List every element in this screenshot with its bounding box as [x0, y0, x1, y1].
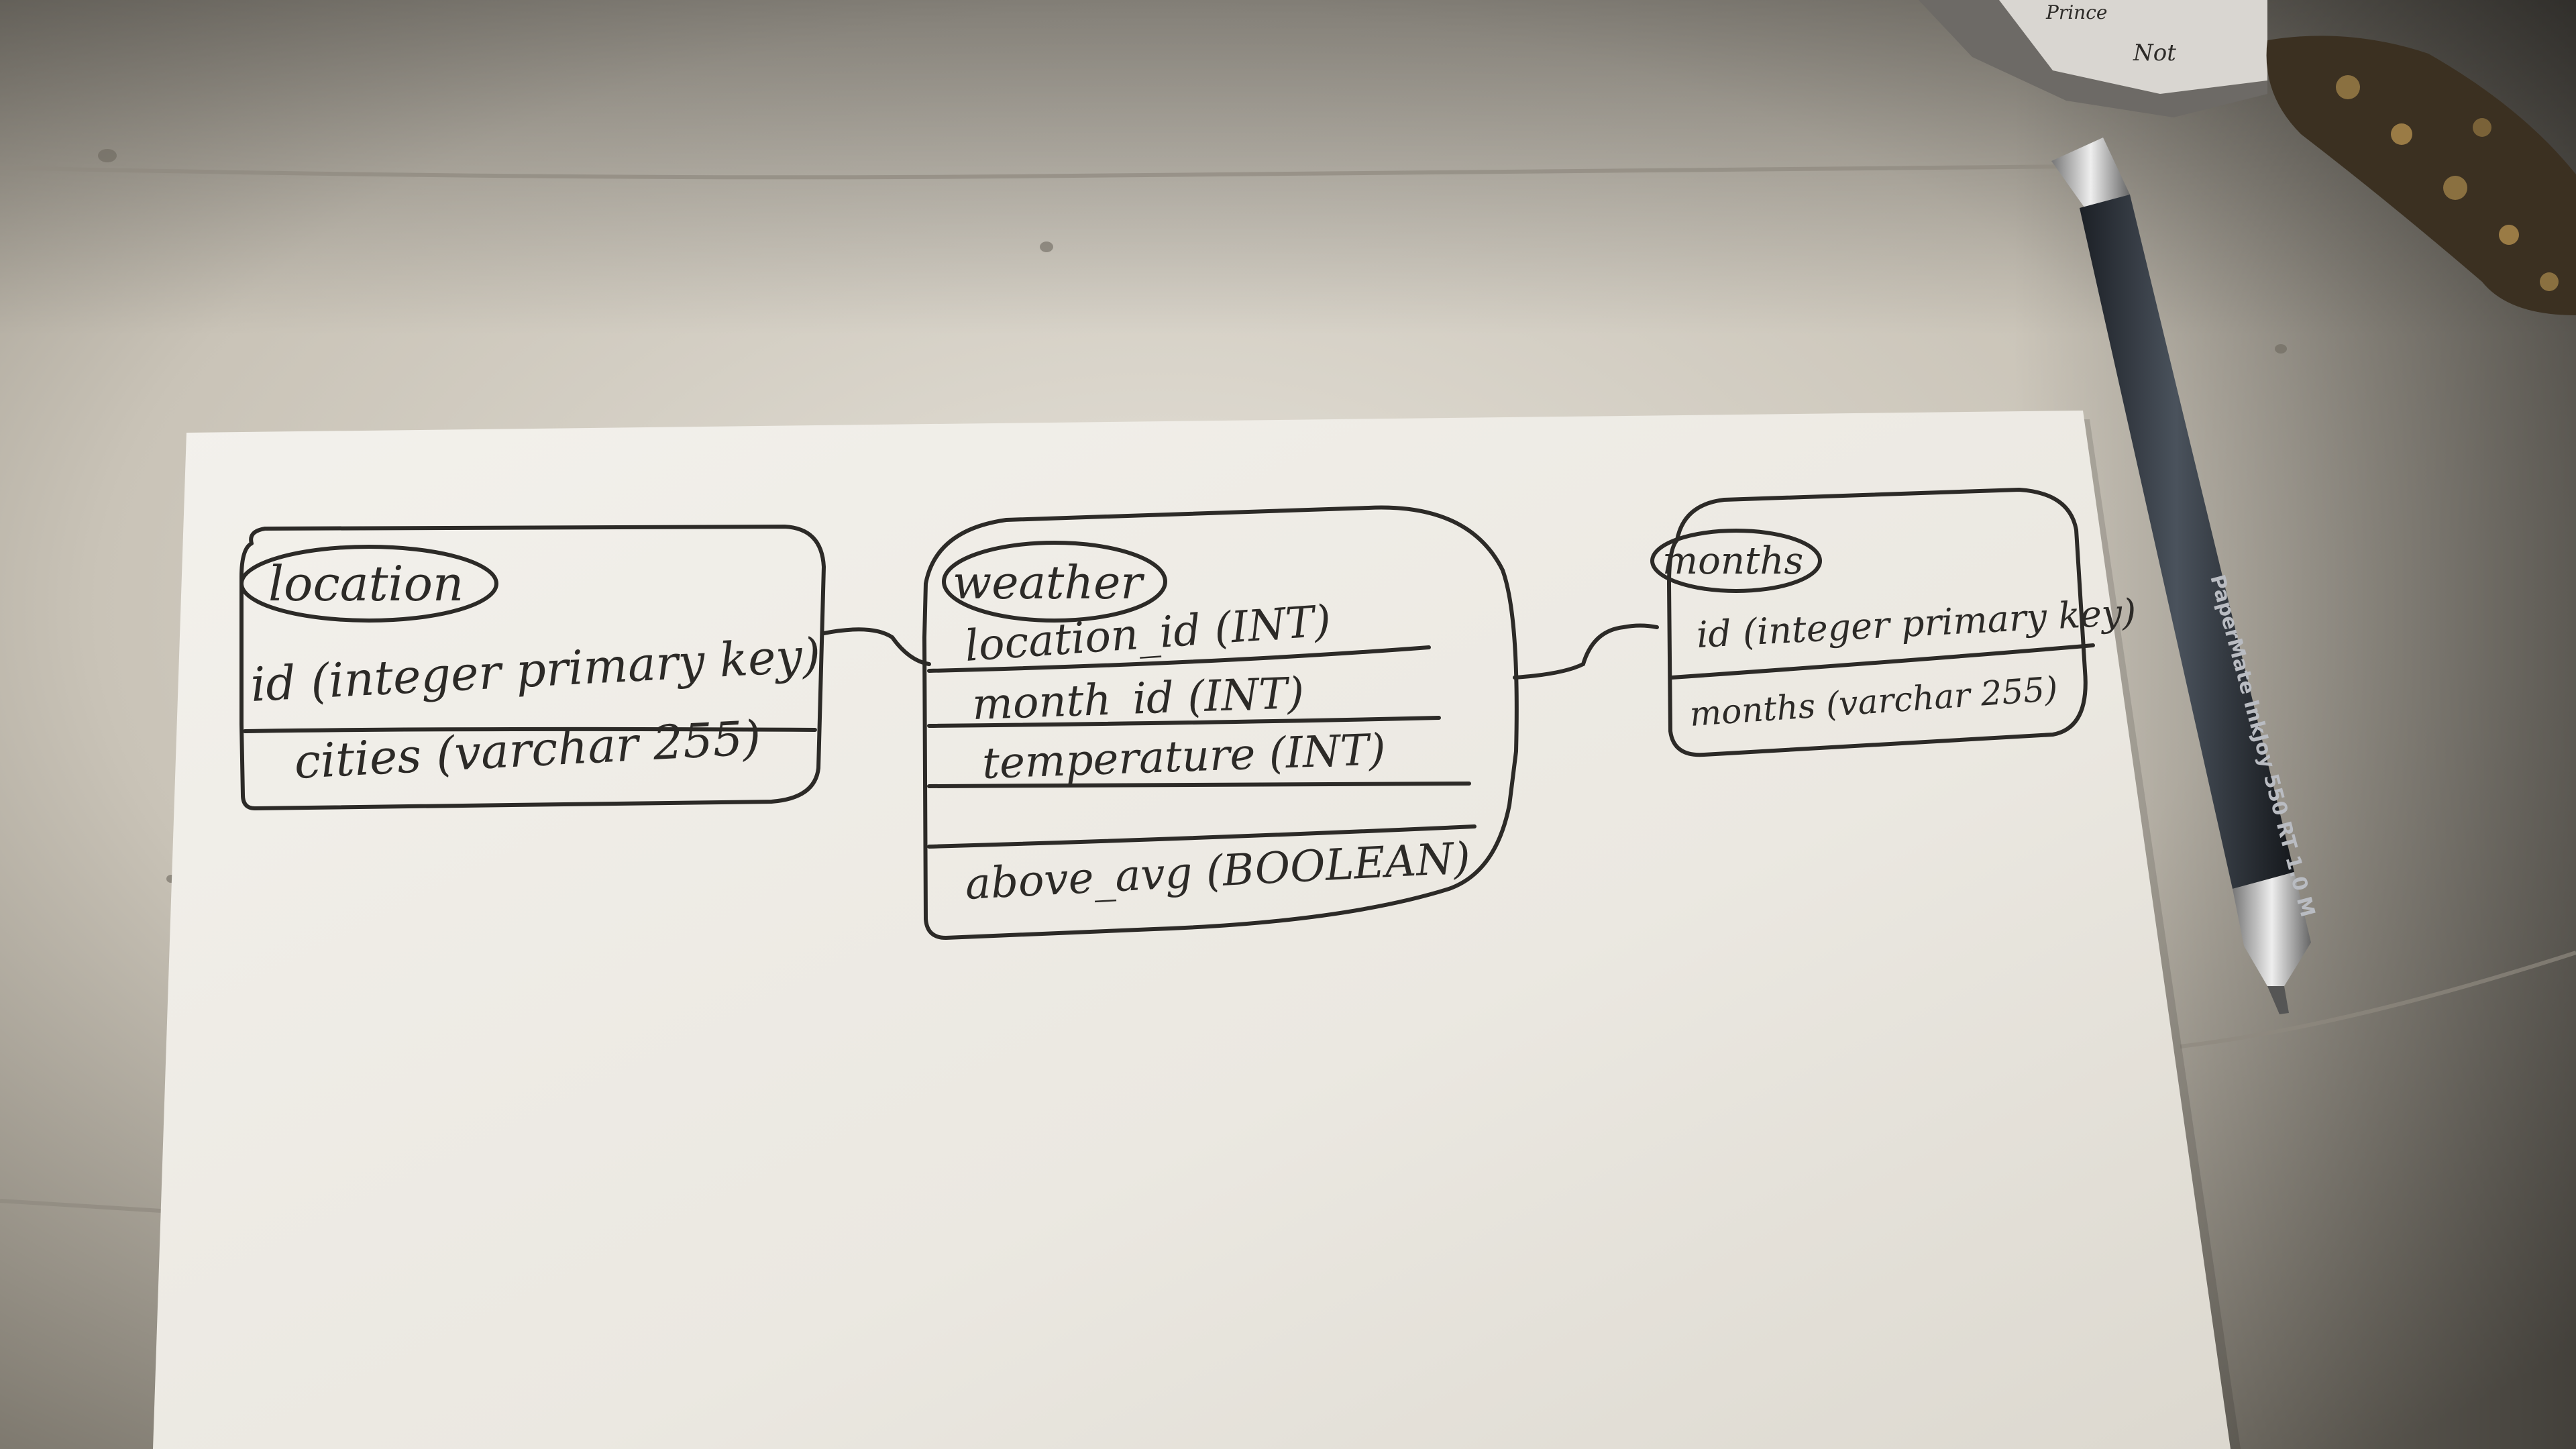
months-table-border — [1667, 488, 2088, 757]
weather-row-divider-1 — [927, 645, 1431, 673]
relationship-location-weather — [822, 627, 931, 666]
table-location — [239, 525, 826, 810]
field-weather-1: month_id (INT) — [971, 669, 1305, 730]
weather-table-border — [922, 505, 1519, 940]
months-title-oval — [1650, 529, 1822, 593]
weather-title-oval — [942, 541, 1167, 623]
weather-row-divider-2 — [927, 716, 1441, 728]
months-row-divider — [1670, 643, 2095, 680]
relationship-lines — [822, 623, 1659, 680]
fabric-corner — [2266, 36, 2576, 315]
package-text-prince: Prince — [2045, 1, 2107, 23]
location-title-oval — [239, 545, 498, 623]
package-text-not: Not — [2133, 40, 2176, 66]
weather-row-divider-4 — [927, 824, 1477, 849]
location-table-border — [239, 525, 826, 810]
table-weather — [922, 505, 1519, 940]
table-title-weather: weather — [953, 557, 1144, 610]
table-title-months: months — [1662, 539, 1803, 583]
location-row-divider — [243, 727, 817, 733]
table-months — [1650, 488, 2095, 757]
paper-sheet — [153, 411, 2231, 1449]
weather-row-divider-3 — [927, 782, 1471, 788]
table-board-seams — [0, 164, 2576, 1213]
table-wear-marks — [98, 149, 2287, 883]
table-title-location: location — [268, 555, 464, 612]
package-corner: Prince Not — [1919, 0, 2267, 117]
relationship-weather-months — [1513, 623, 1659, 680]
